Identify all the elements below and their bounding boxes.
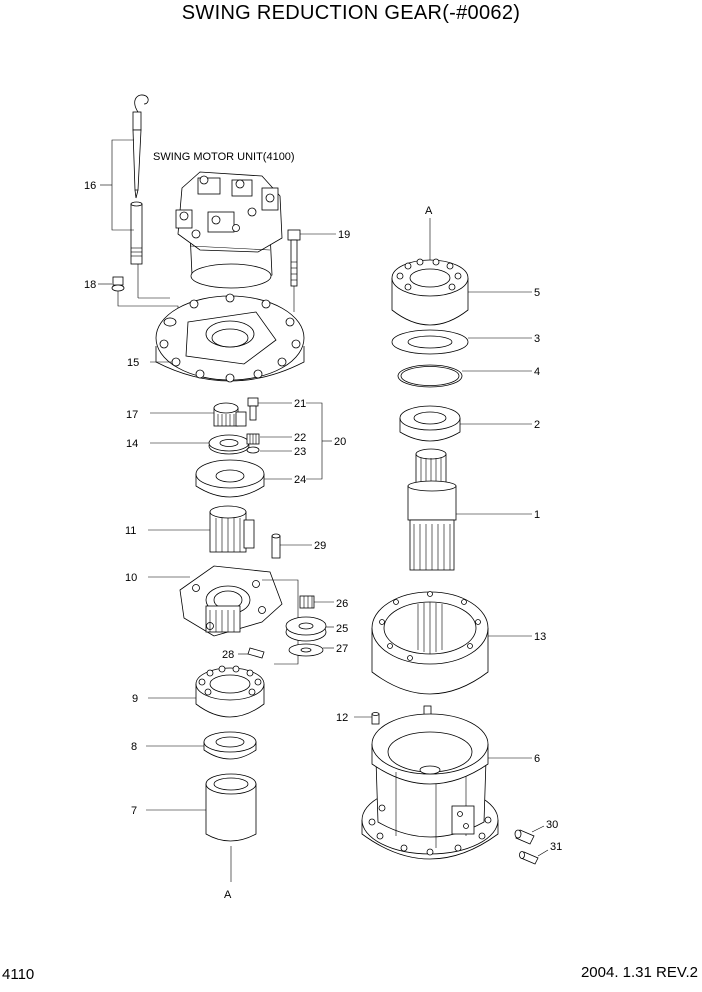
- part-23-washer: [246, 446, 260, 454]
- part-26-needle-bearing: [299, 595, 315, 609]
- part-3-oil-seal: [391, 329, 469, 355]
- callout-25: 25: [336, 623, 348, 635]
- callout-20: 20: [334, 436, 346, 448]
- subassembly-label: SWING MOTOR UNIT(4100): [153, 151, 295, 163]
- part-17-sun-gear: [213, 402, 247, 427]
- callout-18: 18: [84, 279, 96, 291]
- callout-14: 14: [126, 438, 138, 450]
- callout-11: 11: [125, 525, 136, 537]
- part-7-collar: [205, 773, 257, 842]
- part-10-carrier: [179, 565, 283, 637]
- callout-20-bracket: [306, 402, 323, 480]
- callout-1: 1: [534, 509, 540, 521]
- part-21-bolt: [247, 397, 259, 421]
- callout-2: 2: [534, 419, 540, 431]
- callout-13: 13: [534, 631, 546, 643]
- part-27-washer: [288, 643, 324, 657]
- callout-31: 31: [550, 841, 562, 853]
- callout-3: 3: [534, 333, 540, 345]
- part-31-plug: [519, 851, 539, 865]
- part-4-snap-ring: [397, 364, 463, 388]
- part-1-drive-shaft: [407, 448, 457, 571]
- part-13-ring-gear: [371, 591, 489, 695]
- callout-7: 7: [131, 805, 137, 817]
- callout-26: 26: [336, 598, 348, 610]
- callout-29: 29: [314, 540, 326, 552]
- callout-9: 9: [132, 693, 138, 705]
- page-number: 4110: [2, 966, 35, 983]
- callout-24: 24: [294, 474, 306, 486]
- part-18-plug: [111, 276, 179, 318]
- part-30-plug: [514, 829, 535, 845]
- callout-15: 15: [127, 357, 139, 369]
- callout-30: 30: [546, 819, 558, 831]
- callout-28: 28: [222, 649, 234, 661]
- callout-19: 19: [338, 229, 350, 241]
- part-19-bolt: [287, 229, 301, 312]
- part-28-spring-pin: [247, 647, 265, 659]
- callout-16-leader: [100, 139, 134, 231]
- ref-mark-bottom: A: [224, 889, 232, 901]
- callout-8: 8: [131, 741, 137, 753]
- part-9-roller-bearing: [195, 665, 265, 718]
- part-6-housing: [361, 713, 499, 860]
- part-25-planet-gear: [285, 616, 327, 642]
- callout-22: 22: [294, 432, 306, 444]
- callout-10: 10: [125, 572, 137, 584]
- part-11-planetary-gear: [209, 505, 255, 553]
- part-22-needle-bearing: [246, 433, 260, 445]
- part-15-flange: [155, 293, 305, 383]
- callout-21: 21: [294, 398, 306, 410]
- ref-mark-top: A: [425, 205, 433, 217]
- part-24-carrier-plate: [195, 459, 265, 498]
- part-29-pin: [271, 533, 281, 559]
- callout-23: 23: [294, 446, 306, 458]
- revision-date: 2004. 1.31 REV.2: [580, 964, 698, 981]
- callout-16: 16: [84, 180, 96, 192]
- part-14-washer: [208, 434, 250, 455]
- part-8-oil-seal: [203, 731, 257, 760]
- callout-6: 6: [534, 753, 540, 765]
- swing-motor-unit: [175, 171, 283, 289]
- callout-17: 17: [126, 409, 138, 421]
- page-title: SWING REDUCTION GEAR(-#0062): [181, 2, 521, 24]
- callout-4: 4: [534, 366, 540, 378]
- part-5-roller-bearing: [391, 258, 469, 326]
- callout-12: 12: [336, 712, 348, 724]
- callout-5: 5: [534, 287, 540, 299]
- part-16-level-gauge: [130, 94, 149, 265]
- part-2-bearing: [399, 405, 461, 442]
- callout-27: 27: [336, 643, 348, 655]
